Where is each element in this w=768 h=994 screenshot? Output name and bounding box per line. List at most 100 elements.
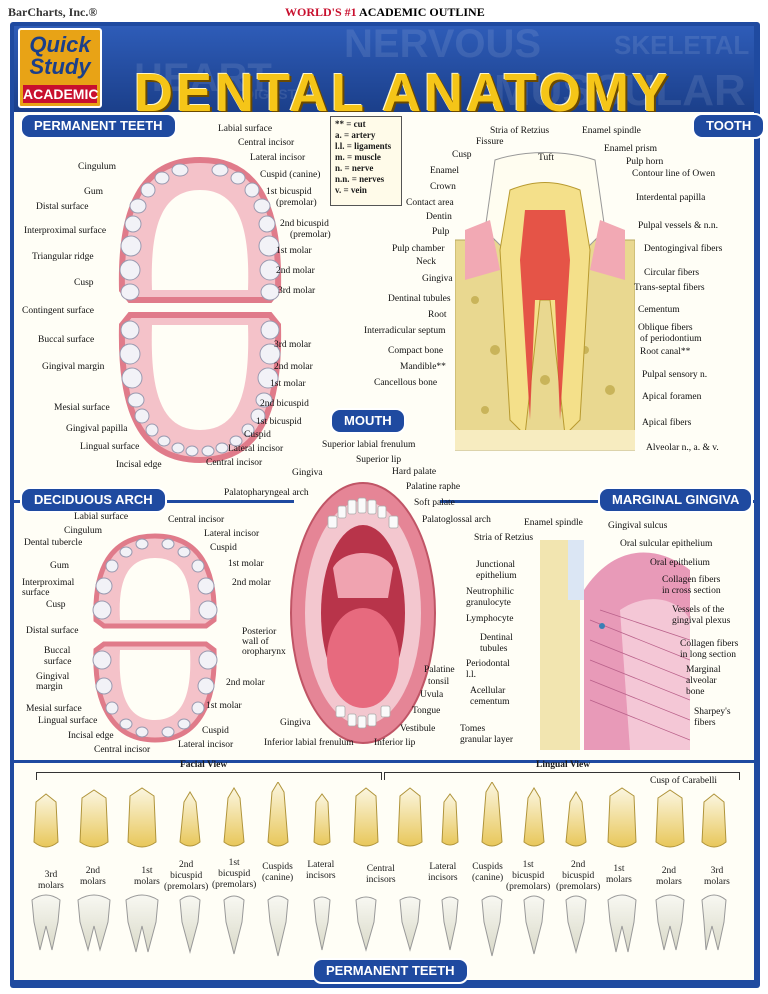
label: Interproximal surface (24, 226, 107, 236)
label: Incisal edge (68, 731, 114, 741)
label: Palatine raphe (406, 482, 461, 492)
label: Root canal** (640, 347, 691, 357)
label: Gingival (36, 672, 70, 682)
label: Neck (416, 257, 437, 267)
tooth-label-line: bicuspid (562, 871, 595, 881)
label: Junctional (476, 560, 516, 570)
tooth-label-group: 3rd molars (38, 870, 64, 892)
label: Gum (84, 187, 103, 197)
label: bone (686, 687, 705, 697)
label: 2nd bicuspid (280, 219, 329, 229)
label: Uvula (420, 690, 444, 700)
deciduous-arch-illustration (92, 533, 218, 743)
lingual-view-bracket (384, 772, 740, 780)
tagline-suffix: ACADEMIC OUTLINE (356, 5, 485, 19)
section-divider (14, 760, 754, 763)
legend-item: m. = muscle (335, 152, 381, 162)
label: surface (44, 657, 72, 667)
label: Dentin (426, 212, 452, 222)
permanent-teeth-row-illustration (31, 782, 727, 957)
label: Mesial surface (26, 704, 82, 714)
label: in cross section (662, 586, 721, 596)
label: Vessels of the (672, 605, 725, 615)
label: Oral epithelium (650, 558, 710, 568)
label: Buccal (44, 646, 71, 656)
legend-item: n.n. = nerves (335, 174, 385, 184)
label: Contact area (406, 198, 454, 208)
label: Cingulum (78, 162, 117, 172)
label: Pulp chamber (392, 244, 445, 254)
tooth-label-line: incisors (366, 875, 396, 885)
tooth-label-group: 2nd bicuspid (premolars) (164, 860, 208, 893)
label: Superior lip (356, 455, 402, 465)
tooth-label-group: Central incisors (366, 864, 396, 886)
tooth-label-group: Lateral incisors (306, 860, 336, 882)
label: (premolar) (276, 198, 317, 208)
tooth-label-line: molars (704, 877, 730, 887)
label: 1st molar (206, 701, 242, 711)
tooth-cross-section-illustration (455, 152, 635, 451)
tooth-label-line: Cuspids (262, 862, 293, 872)
label: Gingiva (292, 468, 323, 478)
tooth-label-group: 1st bicuspid (premolars) (506, 860, 550, 893)
label: Soft palate (414, 498, 455, 508)
tooth-label-line: 2nd (85, 866, 101, 876)
tooth-label-line: bicuspid (218, 869, 251, 879)
label: Dental tubercle (24, 538, 83, 548)
lingual-view-title: Lingual View (536, 760, 591, 770)
label: Cementum (638, 305, 680, 315)
tooth-label-line: Lateral (307, 860, 335, 870)
label: Distal surface (26, 626, 79, 636)
label: Dentogingival fibers (644, 244, 723, 254)
label: Trans-septal fibers (634, 283, 705, 293)
tooth-label-line: 2nd (661, 866, 677, 876)
label: Periodontal (466, 659, 510, 669)
tooth-label-line: molars (38, 881, 64, 891)
label: Marginal (686, 665, 721, 675)
label: Labial surface (218, 124, 273, 134)
label: Cingulum (64, 526, 103, 536)
section-badge-marginal-gingiva: MARGINAL GINGIVA (598, 487, 754, 513)
tooth-label-line: molars (134, 877, 160, 887)
label: Inferior lip (374, 738, 416, 748)
label: Palatoglossal arch (422, 515, 491, 525)
label: oropharynx (242, 647, 286, 657)
label: Enamel (430, 166, 460, 176)
facial-view-bracket (36, 772, 382, 780)
label: Dentinal (480, 633, 513, 643)
label: gingival plexus (672, 616, 731, 626)
tooth-label-group: 2nd molars (656, 866, 682, 888)
label: Collagen fibers (680, 639, 739, 649)
label: Gingival sulcus (608, 521, 668, 531)
tooth-label-line: molars (656, 877, 682, 887)
section-badge-tooth: TOOTH (692, 113, 766, 139)
tooth-label-group: Lateral incisors (428, 862, 458, 884)
tooth-label-line: 1st (522, 860, 534, 870)
logo-line-study: Study (29, 54, 91, 79)
legend-item: n. = nerve (335, 163, 374, 173)
label: granulocyte (466, 598, 511, 608)
label: 1st molar (270, 379, 306, 389)
label: Compact bone (388, 346, 444, 356)
label: Gingival papilla (66, 424, 128, 434)
label: Tongue (412, 706, 441, 716)
label: cementum (470, 697, 510, 707)
label: Posterior (242, 627, 277, 637)
tagline: WORLD'S #1 ACADEMIC OUTLINE (285, 5, 485, 20)
tooth-label-line: (canine) (262, 873, 294, 883)
label: Distal surface (36, 202, 89, 212)
label: 2nd molar (274, 362, 313, 372)
tagline-prefix: WORLD'S #1 (285, 5, 357, 19)
label: Incisal edge (116, 460, 162, 470)
label: Apical foramen (642, 392, 702, 402)
label: Crown (430, 182, 456, 192)
label: Cuspid (210, 543, 237, 553)
label: Central incisor (206, 458, 263, 468)
label: Acellular (470, 686, 506, 696)
publisher-name: BarCharts, Inc.® (8, 5, 98, 19)
top-bar: BarCharts, Inc.® WORLD'S #1 ACADEMIC OUT… (0, 0, 768, 22)
tooth-label-line: 3rd (44, 870, 58, 880)
logo-line-academic: ACADEMIC (23, 85, 99, 103)
label: Cancellous bone (374, 378, 438, 388)
label: (premolar) (290, 230, 331, 240)
